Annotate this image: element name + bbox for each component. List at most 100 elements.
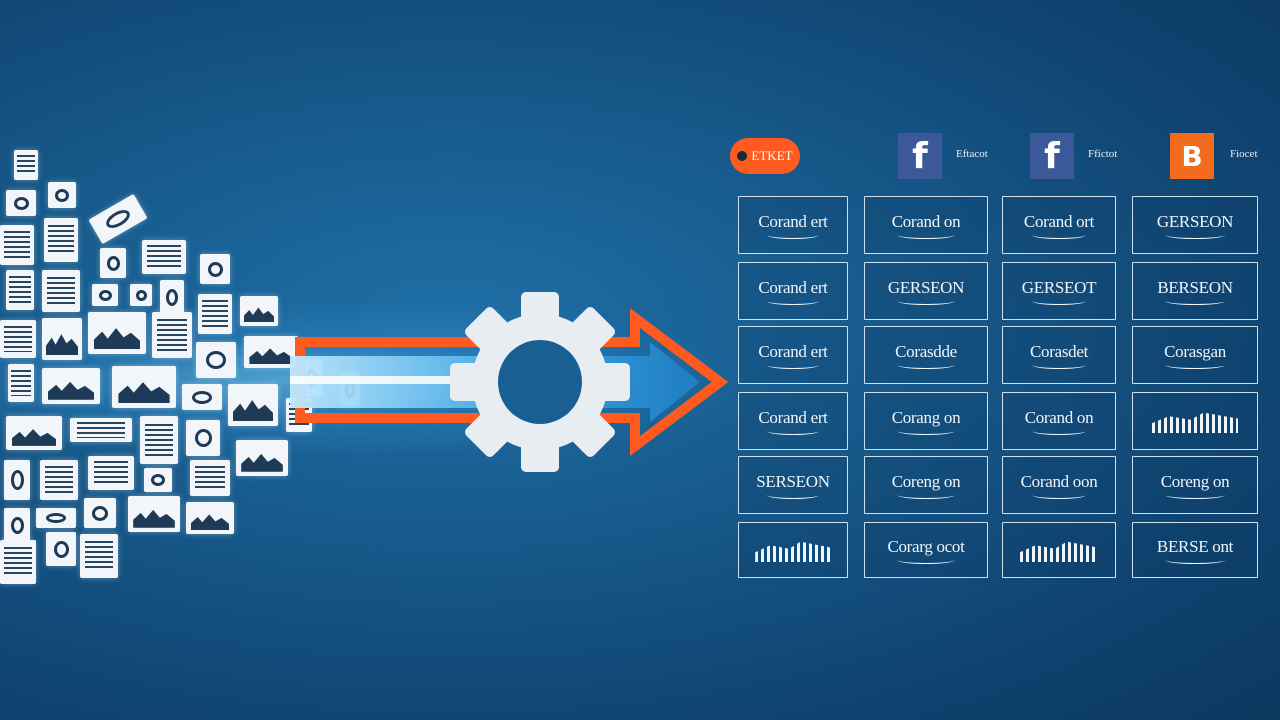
grid-cell[interactable]: GERSEON [864,262,988,320]
facebook-icon[interactable]: f [898,133,942,179]
grid-cell-label: Corand on [891,211,961,231]
icon-tile [92,284,118,306]
grid-cell-label: Corand oon [1020,471,1098,491]
swoosh-icon [1165,231,1225,239]
grid-cell[interactable] [1132,392,1258,450]
swoosh-icon [767,361,819,369]
arrow-icon [295,307,729,457]
grid-cell-label: Corand ert [758,277,828,297]
swoosh-icon [896,427,956,435]
grid-cell[interactable]: SERSEON [738,456,848,514]
grid-cell[interactable]: GERSEOT [1002,262,1116,320]
document-tile [8,364,34,402]
icon-tile [130,284,152,306]
icon-tile [160,280,184,314]
grid-cell-label: Corand on [1024,407,1094,427]
swoosh-icon [896,491,956,499]
icon-tile [4,508,30,542]
grid-cell-label: SERSEON [756,471,830,491]
image-tile [228,384,278,426]
grid-cell-label: Corand ert [758,407,828,427]
grid-cell[interactable]: Corand on [1002,392,1116,450]
grid-cell[interactable]: Coreng on [1132,456,1258,514]
grid-cell-label: Corang on [891,407,961,427]
grid-cell-label: BERSE ont [1156,536,1234,556]
document-tile [80,534,118,578]
swoosh-icon [896,361,956,369]
blogger-icon[interactable]: B [1170,133,1214,179]
icon-tile [144,468,172,492]
image-tile [6,416,62,450]
document-tile [88,456,134,490]
grid-cell[interactable]: Corang on [864,392,988,450]
swoosh-icon [1165,491,1225,499]
grid-cell-label: Corasdet [1029,341,1089,361]
document-tile [140,416,178,464]
badge-dot-icon [737,151,748,161]
grid-cell[interactable]: GERSEON [1132,196,1258,254]
image-tile [128,496,180,532]
icon-tile [6,190,36,216]
grid-cell-label: GERSEON [1156,211,1234,231]
grid-cell-label: Corand ort [1023,211,1095,231]
grid-cell-label: GERSEOT [1021,277,1097,297]
grid-cell-label: Coreng on [891,471,961,491]
swoosh-icon [1165,361,1225,369]
grid-cell-label: Coreng on [1160,471,1230,491]
icon-tile [186,420,220,456]
grid-cell-label: Corasgan [1164,341,1226,361]
grid-cell[interactable]: Corand oon [1002,456,1116,514]
grid-cell-label: Corasdde [895,341,957,361]
swoosh-icon [767,427,819,435]
grid-cell[interactable]: Corasdde [864,326,988,384]
grid-cell[interactable]: Corand ert [738,196,848,254]
swoosh-icon [1165,297,1225,305]
icon-tile [4,460,30,500]
grid-cell-label: GERSEON [887,277,965,297]
grid-cell[interactable]: Corand on [864,196,988,254]
image-tile [42,318,82,360]
swoosh-icon [767,491,819,499]
grid-cell[interactable]: Corasgan [1132,326,1258,384]
swoosh-icon [1165,556,1225,564]
icon-tile [46,532,76,566]
brand-badge-label: ETKET [751,148,793,163]
facebook-icon[interactable]: f [1030,133,1074,179]
document-collage [0,0,360,720]
grid-cell[interactable]: Corarg ocot [864,522,988,578]
process-arrow [290,292,729,472]
image-tile [186,502,234,534]
grid-cell-label: Corand ert [758,211,828,231]
swoosh-icon [1032,491,1086,499]
thumbnail-image [755,541,831,562]
thumbnail-image [1019,541,1099,562]
gear-icon [450,292,630,472]
grid-cell[interactable]: BERSE ont [1132,522,1258,578]
grid-cell[interactable]: Corand ert [738,326,848,384]
brand-badge[interactable]: ETKET [730,138,800,174]
grid-cell[interactable]: Corand ort [1002,196,1116,254]
grid-cell[interactable]: Corasdet [1002,326,1116,384]
document-tile [0,225,34,265]
grid-cell[interactable]: Corand ert [738,262,848,320]
swoosh-icon [767,231,819,239]
grid-cell[interactable]: BERSEON [1132,262,1258,320]
icon-tile [100,248,126,278]
document-tile [198,294,232,334]
grid-cell[interactable]: Corand ert [738,392,848,450]
document-tile [142,240,186,274]
grid-cell[interactable] [1002,522,1116,578]
icon-tile [36,508,76,528]
image-tile [244,336,298,368]
document-tile [0,540,36,584]
document-tile [42,270,80,312]
grid-cell[interactable] [738,522,848,578]
grid-cell[interactable]: Coreng on [864,456,988,514]
icon-tile [182,384,222,410]
document-tile [6,270,34,310]
thumbnail-image [1151,412,1239,433]
swoosh-icon [1032,231,1086,239]
document-tile [190,460,230,496]
brand-row: ETKET f Eftacot f Ffictot B Fiocet [0,130,1280,180]
